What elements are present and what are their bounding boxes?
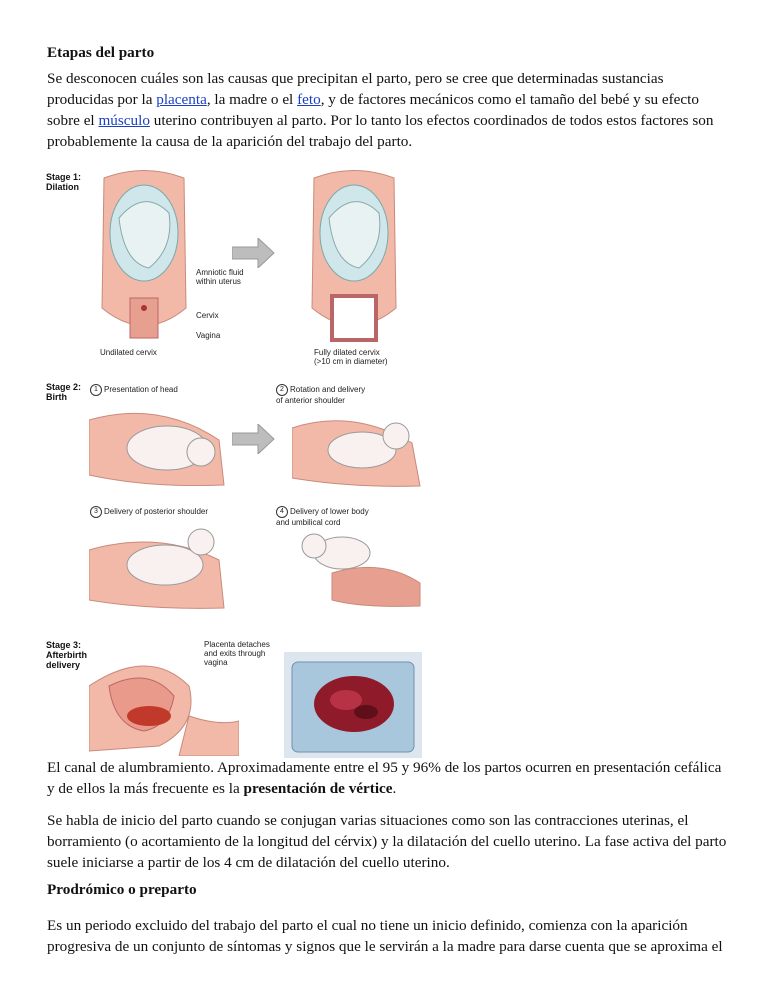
paragraph-prodromico: Es un periodo excluido del trabajo del p… [47,917,723,955]
caption-fully-dilated-cervix: Fully dilated cervix (>10 cm in diameter… [314,348,388,366]
caption-placenta-detaches: Placenta detaches and exits through vagi… [204,640,270,667]
uterus-dilated-illustration [311,170,397,342]
stage2-label: Stage 2: Birth [46,382,82,402]
heading-etapas-del-parto: Etapas del parto [47,44,155,61]
link-placenta[interactable]: placenta [156,91,207,108]
paragraph-canal-alumbramiento: El canal de alumbramiento. Aproximadamen… [47,757,727,799]
intro-text-1: Se desconocen cuáles son las causas que … [47,70,664,108]
caption-amniotic-fluid: Amniotic fluid within uterus [196,268,244,286]
canal-text: El canal de alumbramiento. Aproximadamen… [47,759,722,797]
step1-number-badge: 1 [90,384,102,396]
step1-text: Presentation of head [104,385,178,395]
step4-text: Delivery of lower body and umbilical cor… [276,507,369,527]
caption-vagina: Vagina [196,331,221,340]
intro-text-4: uterino contribuyen al parto. Por lo tan… [47,112,714,150]
uterus-undilated-illustration [101,170,187,339]
step3-text: Delivery of posterior shoulder [104,507,209,517]
afterbirth-illustration [89,665,239,756]
stage1-label: Stage 1: Dilation [46,172,82,192]
intro-paragraph: Se desconocen cuáles son las causas que … [47,68,727,152]
birth-step3-illustration [89,528,225,609]
canal-text-end: . [392,780,397,797]
stages-of-labor-figure: Stage 1: Dilation Amniotic fluid within … [44,168,424,758]
birth-step1-illustration [89,412,225,487]
link-musculo[interactable]: músculo [98,112,150,129]
heading-prodromico: Prodrómico o preparto [47,881,197,898]
bold-presentacion-vertice: presentación de vértice [243,780,393,797]
arrow-right-icon [232,238,275,268]
birth-step4-illustration [301,533,421,607]
placenta-tray-photo [284,652,422,758]
birth-step2-illustration [292,420,421,487]
paragraph-inicio-del-parto: Se habla de inicio del parto cuando se c… [47,812,727,871]
stage3-label: Stage 3: Afterbirth delivery [46,640,87,670]
step4-number-badge: 4 [276,506,288,518]
intro-text-2: , la madre o el [206,91,298,108]
link-feto[interactable]: feto [297,91,321,108]
step2-text: Rotation and delivery of anterior should… [276,385,366,405]
caption-cervix: Cervix [196,311,219,320]
step2-number-badge: 2 [276,384,288,396]
caption-undilated-cervix: Undilated cervix [100,348,157,357]
intro-text-3: , y de factores mecánicos como el tamaño… [47,91,699,129]
arrow-right-icon [232,424,275,454]
step3-number-badge: 3 [90,506,102,518]
